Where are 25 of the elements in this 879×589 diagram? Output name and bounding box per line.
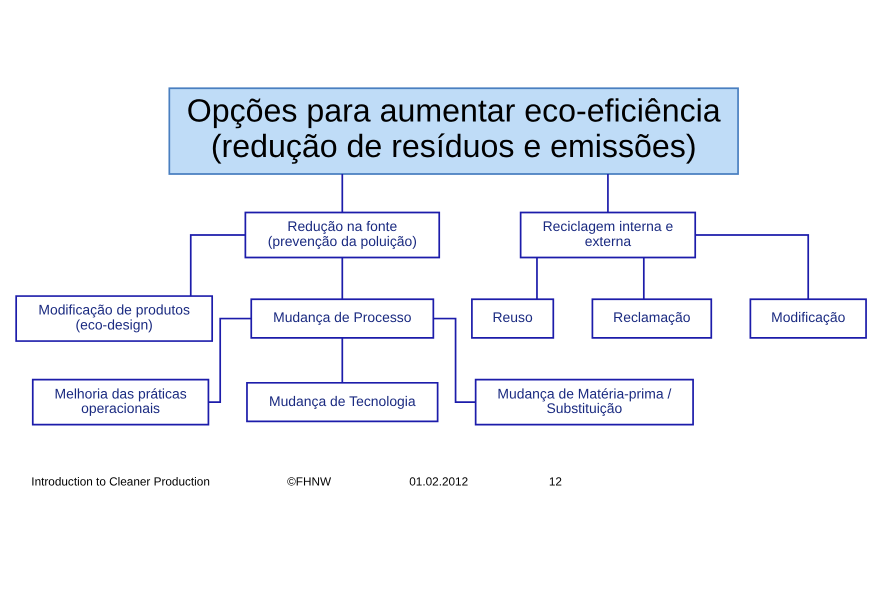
node-box: Modificação de produtos (eco-design) <box>15 294 214 342</box>
connector <box>190 234 246 296</box>
label: Introduction to Cleaner Production <box>31 474 210 488</box>
label: 01.02.2012 <box>409 474 468 488</box>
node-box: Opções para aumentar eco-eficiência (redução de resíduos e emissões) <box>168 86 739 174</box>
connector <box>341 337 344 382</box>
connector <box>433 317 476 402</box>
node-box: Mudança de Tecnologia <box>246 381 438 422</box>
node-box: Mudança de Processo <box>250 298 434 338</box>
node-box: Melhoria das práticas operacionais <box>32 378 210 425</box>
connector <box>607 173 609 212</box>
connector <box>341 173 344 212</box>
connector <box>536 257 538 299</box>
node-box: Redução na fonte (prevenção da poluição) <box>244 211 440 258</box>
connector <box>341 257 344 299</box>
node-box: Reclamação <box>592 298 712 338</box>
node-box: Mudança de Matéria-prima / Substituição <box>474 378 694 425</box>
connector <box>208 317 252 402</box>
node-box: Reuso <box>471 298 554 338</box>
connector <box>695 234 810 299</box>
connector <box>642 257 645 299</box>
node-box: Reciclagem interna e externa <box>520 211 696 258</box>
node-box: Modificação <box>750 298 867 338</box>
label: 12 <box>548 474 562 488</box>
label: ©FHNW <box>287 474 332 488</box>
